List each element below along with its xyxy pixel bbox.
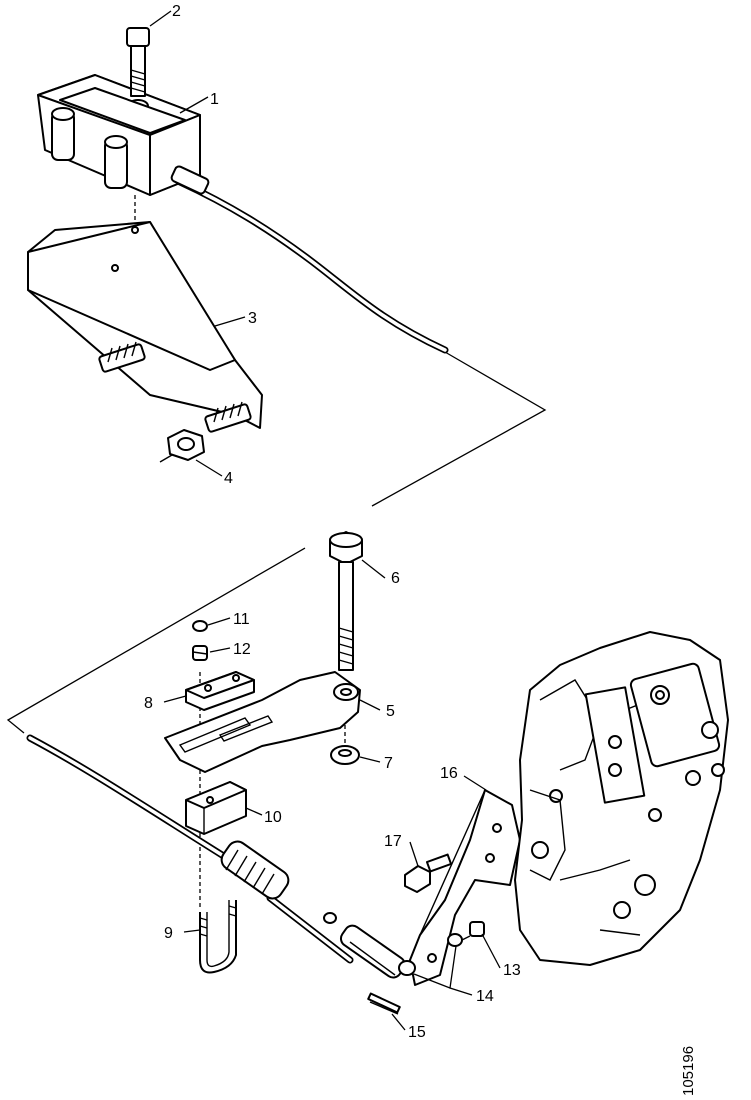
part-1-control-housing xyxy=(37,74,201,196)
callout-8: 8 xyxy=(144,695,153,712)
callout-9: 9 xyxy=(164,925,173,942)
part-8-clamp-plate xyxy=(185,671,255,711)
callout-15: 15 xyxy=(408,1024,426,1041)
callout-10: 10 xyxy=(264,809,282,826)
part-6-bolt xyxy=(329,531,363,671)
part-7-washer xyxy=(330,745,360,765)
part-17-screw xyxy=(404,853,453,893)
callout-5: 5 xyxy=(386,703,395,720)
part-15-split-pin xyxy=(367,992,401,1015)
callout-2: 2 xyxy=(172,3,181,20)
callout-4: 4 xyxy=(224,470,233,487)
callout-3: 3 xyxy=(248,310,257,327)
callout-16: 16 xyxy=(440,765,458,782)
callout-11: 11 xyxy=(233,611,250,628)
part-13-screw xyxy=(457,921,485,943)
callout-6: 6 xyxy=(391,570,400,587)
part-5-base-plate xyxy=(164,671,361,773)
part-2-screw xyxy=(126,27,150,97)
part-12-spring-washer xyxy=(192,645,208,661)
callout-7: 7 xyxy=(384,755,393,772)
part-10-clamp-block xyxy=(185,781,247,835)
cable-bellows xyxy=(220,840,290,900)
part-11-nut xyxy=(192,620,208,632)
upper-control-cable xyxy=(170,165,449,354)
part-14-washers xyxy=(398,933,463,976)
engine-injection-pump xyxy=(514,631,729,966)
drawing-number: 105196 xyxy=(680,1046,697,1096)
lower-control-cable xyxy=(26,734,354,964)
bracket-stud-left xyxy=(98,341,146,373)
callout-labels: 1 2 3 4 6 11 12 8 5 7 16 10 17 9 13 14 1… xyxy=(144,3,521,1041)
callout-17: 17 xyxy=(384,833,402,850)
callout-12: 12 xyxy=(233,641,251,658)
part-4-flange-nut xyxy=(159,429,205,463)
callout-13: 13 xyxy=(503,962,521,979)
cable-end-clevis xyxy=(323,912,406,979)
part-3-mounting-bracket xyxy=(27,221,263,429)
leader-lines xyxy=(149,10,501,1031)
callout-14: 14 xyxy=(476,988,494,1005)
part-16-lever-bracket xyxy=(409,789,521,986)
bracket-stud-right xyxy=(204,401,252,433)
callout-1: 1 xyxy=(210,91,219,108)
part-9-u-bolt xyxy=(199,900,237,974)
